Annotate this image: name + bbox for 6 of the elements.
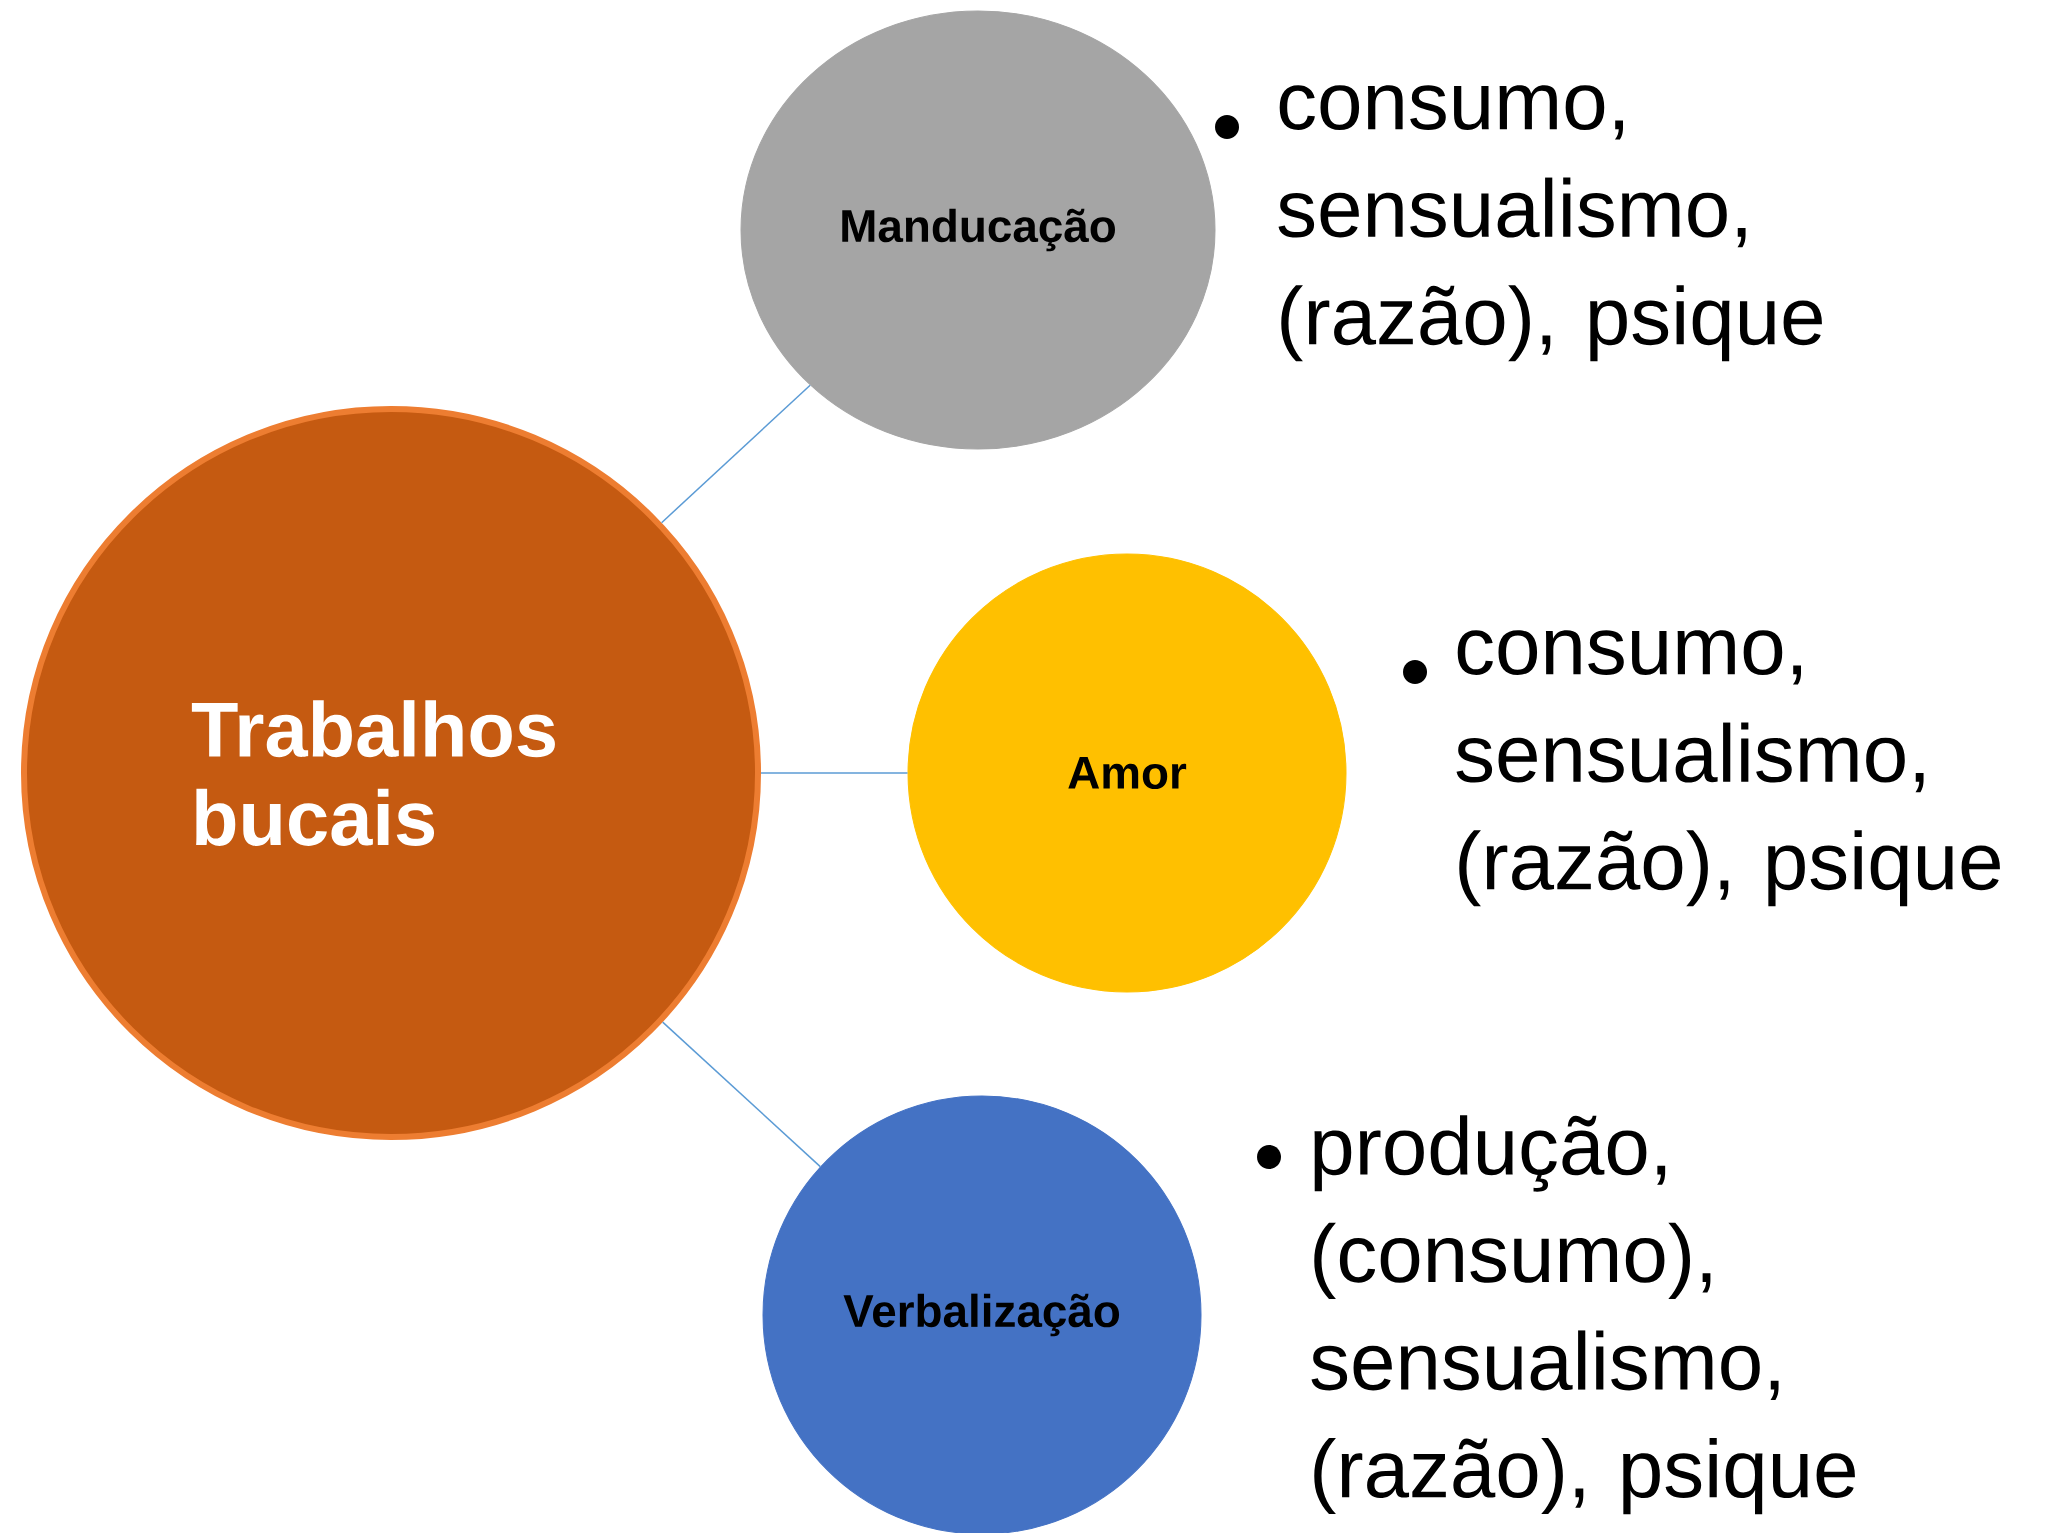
- bullet-text: consumo, sensualismo, (razão), psique: [1278, 85, 1822, 362]
- connector-line: [760, 772, 909, 774]
- bullet-text: produção, (consumo), sensualismo, (razão), psique: [1311, 1115, 1855, 1515]
- connector-line: [661, 1021, 821, 1168]
- bullet-text: consumo, sensualismo, (razão), psique: [1456, 630, 2000, 907]
- connector-line: [660, 384, 811, 524]
